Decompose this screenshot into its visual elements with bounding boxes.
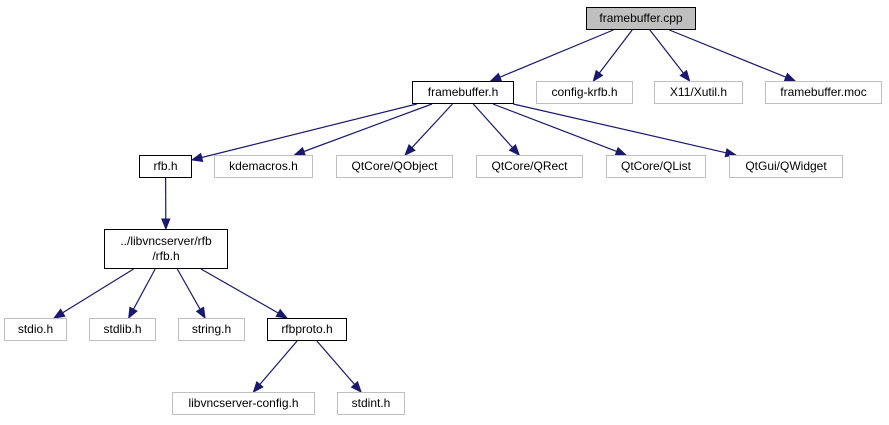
edge-libvncserver_rfb_h-to-string_h bbox=[176, 268, 201, 310]
node-config-krfb-h: config-krfb.h bbox=[536, 81, 633, 104]
edge-framebuffer_h-to-qtcore_qlist bbox=[492, 103, 617, 152]
edge-libvncserver_rfb_h-to-stdlib_h bbox=[132, 268, 156, 310]
edge-framebuffer_cpp-to-framebuffer_h bbox=[499, 29, 614, 78]
node-stdint-h: stdint.h bbox=[337, 392, 405, 415]
node-label: rfb.h bbox=[153, 159, 178, 173]
arrowhead-rfbproto_h-to-libvncserver_config_h bbox=[252, 380, 264, 394]
node-label: stdio.h bbox=[17, 322, 54, 336]
node-label: libvncserver-config.h bbox=[188, 396, 299, 410]
edge-framebuffer_cpp-to-config_krfb_h bbox=[598, 29, 633, 74]
edge-framebuffer_h-to-kdemacros_h bbox=[303, 103, 433, 153]
node-stdio-h: stdio.h bbox=[4, 318, 67, 341]
arrowhead-libvncserver_rfb_h-to-string_h bbox=[195, 306, 206, 320]
node-string-h: string.h bbox=[178, 318, 245, 341]
arrowhead-rfbproto_h-to-stdint_h bbox=[350, 380, 362, 394]
arrowhead-libvncserver_rfb_h-to-stdlib_h bbox=[128, 306, 138, 320]
arrowhead-framebuffer_cpp-to-framebuffer_moc bbox=[783, 72, 797, 82]
node-label: string.h bbox=[191, 322, 232, 336]
node-label: QtCore/QObject bbox=[351, 159, 438, 173]
edge-framebuffer_h-to-qtcore_qrect bbox=[472, 103, 513, 149]
edge-framebuffer_h-to-qtgui_qwidget bbox=[513, 103, 727, 154]
edge-rfbproto_h-to-libvncserver_config_h bbox=[259, 340, 298, 385]
node-label-line-1: ../libvncserver/rfb bbox=[120, 234, 212, 248]
node-qtcore-qlist: QtCore/QList bbox=[606, 155, 706, 178]
node-label: rfbproto.h bbox=[281, 322, 333, 336]
node-x11-xutil-h: X11/Xutil.h bbox=[654, 81, 743, 104]
node-label: framebuffer.h bbox=[427, 85, 499, 99]
node-label: framebuffer.cpp bbox=[599, 11, 683, 25]
edge-framebuffer_h-to-qtcore_qobject bbox=[411, 103, 453, 149]
node-label: QtCore/QList bbox=[620, 159, 692, 173]
node-libvncserver-rfb-h[interactable]: ../libvncserver/rfb /rfb.h bbox=[104, 229, 228, 269]
arrowhead-libvncserver_rfb_h-to-rfbproto_h bbox=[275, 308, 289, 319]
node-kdemacros-h: kdemacros.h bbox=[214, 155, 313, 178]
node-rfbproto-h[interactable]: rfbproto.h bbox=[267, 318, 347, 341]
node-stdlib-h: stdlib.h bbox=[89, 318, 156, 341]
node-framebuffer-cpp: framebuffer.cpp bbox=[586, 7, 696, 30]
node-label: stdint.h bbox=[351, 396, 391, 410]
arrowhead-framebuffer_cpp-to-framebuffer_h bbox=[489, 72, 503, 82]
node-qtgui-qwidget: QtGui/QWidget bbox=[729, 155, 843, 178]
node-libvncserver-config-h: libvncserver-config.h bbox=[172, 392, 315, 415]
arrowhead-framebuffer_cpp-to-config_krfb_h bbox=[592, 69, 604, 83]
node-qtcore-qrect: QtCore/QRect bbox=[476, 155, 583, 178]
arrowhead-libvncserver_rfb_h-to-stdio_h bbox=[52, 308, 66, 319]
edge-framebuffer_h-to-rfb_h bbox=[201, 103, 417, 159]
arrowhead-framebuffer_cpp-to-x11_xutil_h bbox=[679, 69, 691, 83]
node-framebuffer-moc: framebuffer.moc bbox=[765, 81, 882, 104]
node-label: framebuffer.moc bbox=[780, 85, 867, 99]
node-label: kdemacros.h bbox=[229, 159, 298, 173]
edge-libvncserver_rfb_h-to-stdio_h bbox=[62, 268, 134, 314]
edge-framebuffer_cpp-to-framebuffer_moc bbox=[669, 29, 787, 78]
node-label: X11/Xutil.h bbox=[669, 85, 728, 99]
edge-rfbproto_h-to-stdint_h bbox=[316, 340, 355, 385]
arrowhead-framebuffer_h-to-qtcore_qrect bbox=[508, 144, 521, 157]
arrowhead-framebuffer_h-to-rfb_h bbox=[190, 152, 204, 162]
node-rfb-h[interactable]: rfb.h bbox=[139, 155, 192, 178]
node-framebuffer-h[interactable]: framebuffer.h bbox=[412, 81, 514, 104]
node-label: config-krfb.h bbox=[551, 85, 618, 99]
node-label: stdlib.h bbox=[103, 322, 142, 336]
arrowhead-framebuffer_h-to-qtcore_qobject bbox=[404, 144, 416, 156]
node-qtcore-qobject: QtCore/QObject bbox=[336, 155, 453, 178]
edge-libvncserver_rfb_h-to-rfbproto_h bbox=[200, 268, 279, 314]
edge-framebuffer_cpp-to-x11_xutil_h bbox=[649, 29, 684, 74]
node-label: QtCore/QRect bbox=[491, 159, 568, 173]
node-label: QtGui/QWidget bbox=[745, 159, 827, 173]
node-label-line-2: /rfb.h bbox=[152, 249, 180, 263]
arrowhead-rfb_h-to-libvncserver_rfb_h bbox=[161, 218, 171, 231]
